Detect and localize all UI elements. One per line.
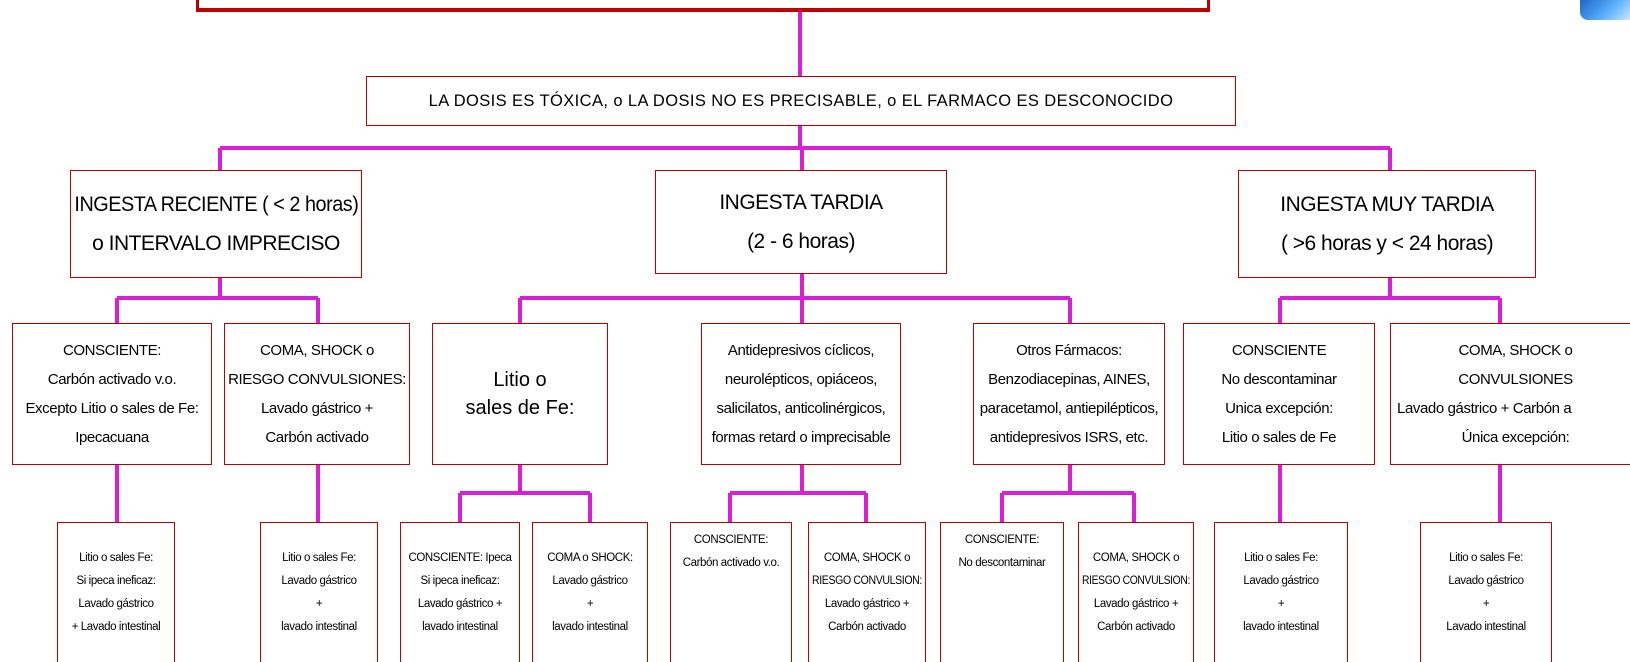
- node-line: Carbón activado: [1097, 620, 1175, 633]
- node-ingesta-reciente: INGESTA RECIENTE ( < 2 horas) o INTERVAL…: [70, 170, 362, 278]
- node-line: Litio o sales Fe:: [1449, 551, 1523, 564]
- node-line: COMA, SHOCK o: [1092, 551, 1180, 564]
- node-line: lavado intestinal: [552, 620, 628, 633]
- node-line: (2 - 6 horas): [747, 230, 855, 253]
- node-line: Lavado gástrico: [1243, 574, 1319, 587]
- node-line: Carbón activado v.o.: [47, 371, 177, 388]
- node-line: Única excepción:: [1461, 429, 1570, 446]
- node-line: Otros Fármacos:: [1016, 342, 1122, 359]
- node-line: Lavado gástrico +: [260, 400, 374, 417]
- node-line: Lavado gástrico: [78, 597, 154, 610]
- node-line: CONSCIENTE: [1231, 342, 1327, 359]
- node-line: +: [586, 597, 594, 610]
- node-line: Lavado intestinal: [1446, 620, 1526, 633]
- node-line: COMA, SHOCK o: [823, 551, 911, 564]
- node-line: lavado intestinal: [422, 620, 498, 633]
- node-line: Litio o sales Fe:: [1244, 551, 1318, 564]
- leaf-consciente-carbon: CONSCIENTE: Carbón activado v.o.: [670, 522, 792, 662]
- node-line: COMA, SHOCK o: [1458, 342, 1573, 359]
- node-line: Excepto Litio o sales de Fe:: [25, 400, 199, 417]
- node-line: Carbón activado: [265, 429, 369, 446]
- node-line: Ipecacuana: [75, 429, 149, 446]
- node-ingesta-tardia: INGESTA TARDIA (2 - 6 horas): [655, 170, 947, 274]
- node-line: Antidepresivos cíclicos,: [727, 342, 875, 359]
- node-line: +: [1482, 597, 1490, 610]
- node-line: INGESTA TARDIA: [719, 191, 883, 214]
- node-line: Lavado gástrico: [1448, 574, 1524, 587]
- leaf-litio-muy-tardia: Litio o sales Fe: Lavado gástrico + lava…: [1214, 522, 1348, 662]
- node-line: COMA, SHOCK o: [260, 342, 374, 359]
- leaf-consciente-ipeca: CONSCIENTE: Ipeca Si ipeca ineficaz: Lav…: [400, 522, 520, 662]
- node-line: Carbón activado: [828, 620, 906, 633]
- node-line: sales de Fe:: [465, 397, 575, 419]
- node-line: Lavado gástrico +: [417, 597, 503, 610]
- node-line: ( >6 horas y < 24 horas): [1280, 232, 1494, 255]
- root-node-text: LA DOSIS ES TÓXICA, o LA DOSIS NO ES PRE…: [428, 91, 1174, 110]
- node-line: Litio o: [493, 369, 547, 391]
- node-line: RIESGO CONVULSION:: [1082, 574, 1190, 587]
- node-line: RIESGO CONVULSION:: [811, 574, 923, 587]
- node-line: COMA o SHOCK:: [547, 551, 633, 564]
- node-line: No descontaminar: [958, 557, 1046, 569]
- leaf-litio-lavado: Litio o sales Fe: Lavado gástrico + lava…: [260, 522, 378, 662]
- node-line: Lavado gástrico: [552, 574, 628, 587]
- node-line: +: [1277, 597, 1285, 610]
- node-line: CONSCIENTE:: [964, 534, 1040, 546]
- node-line: Benzodiacepinas, AINES,: [988, 371, 1150, 388]
- node-line: RIESGO CONVULSIONES:: [228, 371, 406, 388]
- corner-logo: [1580, 0, 1630, 20]
- node-line: CONSCIENTE: Ipeca: [408, 551, 512, 564]
- node-line: o INTERVALO IMPRECISO: [92, 232, 340, 255]
- node-line: Litio o sales Fe:: [79, 551, 153, 564]
- node-line: Lavado gástrico +: [1093, 597, 1179, 610]
- top-header-bar: [196, 0, 1210, 12]
- node-line: Si ipeca ineficaz:: [420, 574, 500, 587]
- node-line: Lavado gástrico: [281, 574, 357, 587]
- node-litio-sales-fe: Litio o sales de Fe:: [432, 323, 608, 465]
- node-coma-reciente: COMA, SHOCK o RIESGO CONVULSIONES: Lavad…: [224, 323, 410, 465]
- node-line: formas retard o imprecisable: [711, 429, 891, 446]
- node-consciente-reciente: CONSCIENTE: Carbón activado v.o. Excepto…: [12, 323, 212, 465]
- node-line: salicilatos, anticolinérgicos,: [716, 400, 886, 417]
- node-line: Lavado gástrico + Carbón a: [1397, 400, 1572, 417]
- leaf-litio-ipeca-ineficaz: Litio o sales Fe: Si ipeca ineficaz: Lav…: [57, 522, 175, 662]
- node-ingesta-muy-tardia: INGESTA MUY TARDIA ( >6 horas y < 24 hor…: [1238, 170, 1536, 278]
- node-line: Litio o sales Fe:: [282, 551, 356, 564]
- node-line: Carbón activado v.o.: [682, 557, 780, 569]
- node-line: Unica excepción:: [1225, 400, 1333, 417]
- leaf-coma-shock-litio: COMA o SHOCK: Lavado gástrico + lavado i…: [532, 522, 648, 662]
- node-line: +: [315, 597, 323, 610]
- leaf-coma-convulsion-antidep: COMA, SHOCK o RIESGO CONVULSION: Lavado …: [808, 522, 926, 662]
- node-line: + Lavado intestinal: [71, 620, 161, 633]
- node-line: CONSCIENTE:: [693, 534, 769, 546]
- node-line: INGESTA MUY TARDIA: [1280, 193, 1494, 216]
- leaf-litio-coma-muy-tardia: Litio o sales Fe: Lavado gástrico + Lava…: [1420, 522, 1552, 662]
- leaf-consciente-no-descontaminar: CONSCIENTE: No descontaminar: [940, 522, 1064, 662]
- root-node: LA DOSIS ES TÓXICA, o LA DOSIS NO ES PRE…: [366, 76, 1236, 126]
- node-line: Lavado gástrico +: [824, 597, 910, 610]
- node-line: No descontaminar: [1221, 371, 1337, 388]
- node-line: lavado intestinal: [281, 620, 357, 633]
- node-line: paracetamol, antiepilépticos,: [979, 400, 1159, 417]
- node-line: INGESTA RECIENTE ( < 2 horas): [74, 193, 358, 216]
- node-line: antidepresivos ISRS, etc.: [989, 429, 1149, 446]
- node-consciente-muy-tardia: CONSCIENTE No descontaminar Unica excepc…: [1183, 323, 1375, 465]
- node-line: lavado intestinal: [1243, 620, 1319, 633]
- node-coma-muy-tardia: COMA, SHOCK o CONVULSIONES Lavado gástri…: [1390, 323, 1630, 465]
- node-line: Litio o sales de Fe: [1221, 429, 1337, 446]
- node-line: CONVULSIONES: [1458, 371, 1573, 388]
- leaf-coma-convulsion-otros: COMA, SHOCK o RIESGO CONVULSION: Lavado …: [1078, 522, 1194, 662]
- node-line: CONSCIENTE:: [62, 342, 162, 359]
- node-antidepresivos: Antidepresivos cíclicos, neurolépticos, …: [701, 323, 901, 465]
- node-line: neurolépticos, opiáceos,: [724, 371, 878, 388]
- node-line: Si ipeca ineficaz:: [76, 574, 156, 587]
- node-otros-farmacos: Otros Fármacos: Benzodiacepinas, AINES, …: [973, 323, 1165, 465]
